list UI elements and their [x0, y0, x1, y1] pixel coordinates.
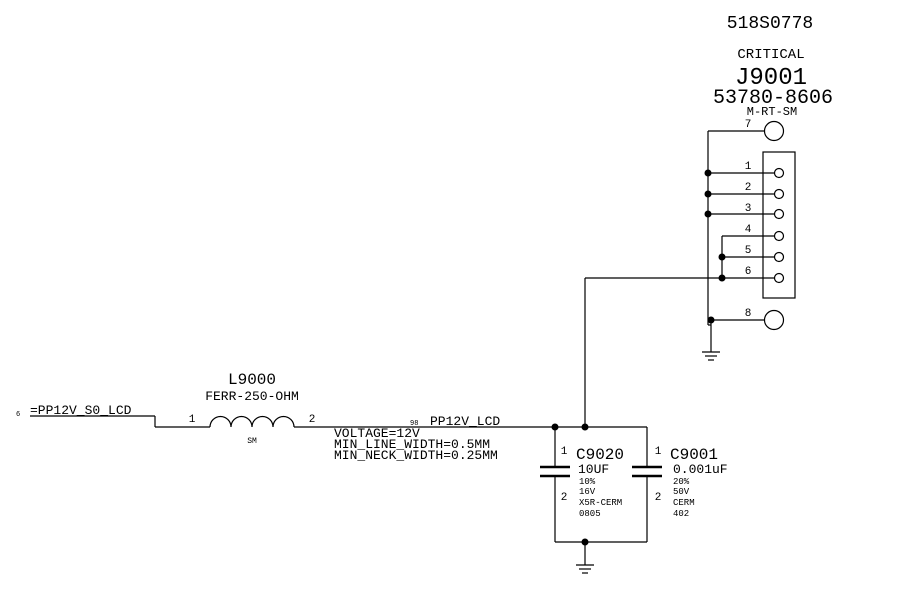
- connector-part-number: 518S0778: [727, 14, 813, 34]
- cap2-refdes: C9001: [670, 446, 718, 464]
- connector-pin-1-label: 1: [745, 161, 752, 173]
- junction-dot: [581, 423, 589, 431]
- cap1-pin-1-label: 1: [561, 446, 568, 458]
- junction-dot: [704, 210, 712, 218]
- connector-pin-8-label: 8: [745, 308, 752, 320]
- net-voltage-property: VOLTAGE=12V: [334, 426, 420, 441]
- cap1-package: 0805: [579, 509, 601, 519]
- connector-pin-5-label: 5: [745, 245, 752, 257]
- inductor-package: SM: [247, 437, 257, 446]
- net-min-neck-width: MIN_NECK_WIDTH=0.25MM: [334, 448, 498, 463]
- critical-label: CRITICAL: [737, 47, 804, 63]
- input-net-name: =PP12V_S0_LCD: [30, 403, 132, 418]
- junction-dot: [707, 316, 715, 324]
- cap1-value: 10UF: [578, 462, 609, 477]
- input-page-ref: 6: [16, 411, 20, 419]
- connector-pin-5: 5: [722, 245, 785, 263]
- cap2-pin-2-label: 2: [655, 492, 662, 504]
- junction-dot: [704, 169, 712, 177]
- output-net-name: PP12V_LCD: [430, 414, 500, 429]
- connector-pin-8-pad: [763, 309, 785, 331]
- net-min-line-width: MIN_LINE_WIDTH=0.5MM: [334, 437, 490, 452]
- inductor-value: FERR-250-OHM: [205, 389, 299, 404]
- connector-pin-3: 3: [708, 203, 785, 220]
- connector-pin-2-label: 2: [745, 182, 752, 194]
- cap2-value: 0.001uF: [673, 462, 728, 477]
- connector-pin-4-label: 4: [745, 224, 752, 236]
- inductor-refdes: L9000: [228, 371, 276, 389]
- cap1-refdes: C9020: [576, 446, 624, 464]
- connector-pin-2: 2: [708, 182, 785, 200]
- cap1-pin-2-label: 2: [561, 492, 568, 504]
- connector-pin-3-label: 3: [745, 203, 752, 215]
- inductor-pin-2-label: 2: [309, 414, 316, 426]
- connector-pin-7-pad: [763, 120, 785, 142]
- connector-pin-6: 6: [585, 266, 785, 284]
- inductor-pin-1-label: 1: [189, 414, 196, 426]
- connector-pin-3-pad: [773, 208, 785, 220]
- connector-pin-4-pad: [773, 230, 785, 242]
- cap2-voltage: 50V: [673, 487, 690, 497]
- cap1-dielectric: X5R-CERM: [579, 498, 622, 508]
- cap1-voltage: 16V: [579, 487, 596, 497]
- cap2-tolerance: 20%: [673, 477, 690, 487]
- connector-pin-6-label: 6: [745, 266, 752, 278]
- junction-dot: [718, 253, 726, 261]
- cap1-tolerance: 10%: [579, 477, 596, 487]
- output-page-ref: 98: [410, 420, 418, 428]
- junction-dot: [718, 274, 726, 282]
- cap2-package: 402: [673, 509, 689, 519]
- junction-dot: [704, 190, 712, 198]
- connector-refdes: J9001: [735, 65, 807, 92]
- connector-mpn: 53780-8606: [713, 87, 833, 110]
- inductor-coil: [209, 415, 295, 428]
- connector-pin-1: 1: [708, 161, 785, 179]
- connector-pin-1-pad: [773, 167, 785, 179]
- cap2-pin-1-label: 1: [655, 446, 662, 458]
- connector-pin-4: 4: [722, 224, 785, 242]
- connector-footprint: M-RT-SM: [747, 105, 797, 119]
- connector-pin-6-pad: [773, 272, 785, 284]
- ground-symbol-caps: [576, 564, 594, 574]
- cap2-dielectric: CERM: [673, 498, 695, 508]
- connector-pin-2-pad: [773, 188, 785, 200]
- connector-pin-7-label: 7: [745, 119, 752, 131]
- connector-body: [762, 151, 796, 299]
- connector-pin-5-pad: [773, 251, 785, 263]
- ground-symbol-connector: [702, 351, 720, 361]
